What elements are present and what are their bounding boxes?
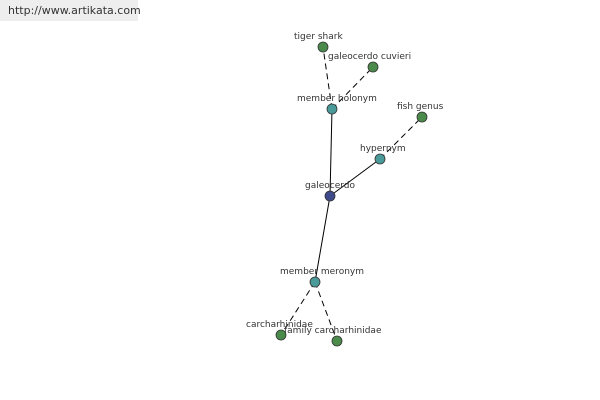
leaf-node-family-carcharhinidae[interactable] bbox=[331, 335, 343, 347]
leaf-label-family-carcharhinidae: family carcharhinidae bbox=[284, 326, 382, 336]
leaf-node-tiger-shark[interactable] bbox=[317, 41, 329, 53]
leaf-node-carcharhinidae[interactable] bbox=[275, 329, 287, 341]
leaf-label-tiger-shark: tiger shark bbox=[294, 32, 343, 42]
edge-member-meronym-carcharhinidae bbox=[280, 281, 316, 336]
relation-node-member-meronym[interactable] bbox=[309, 276, 321, 288]
center-node[interactable] bbox=[324, 190, 336, 202]
leaf-node-galeocerdo-cuvieri[interactable] bbox=[367, 61, 379, 73]
relation-label-member-meronym: member meronym bbox=[280, 267, 364, 277]
edge-member-meronym-family-carcharhinidae bbox=[314, 281, 338, 342]
center-node-label: galeocerdo bbox=[305, 181, 356, 191]
relation-node-member-holonym[interactable] bbox=[326, 103, 338, 115]
edge-center-member-meronym bbox=[314, 195, 331, 283]
edge-member-holonym-tiger-shark bbox=[322, 46, 333, 110]
edge-center-member-holonym bbox=[329, 108, 333, 197]
relation-label-hypernym: hypernym bbox=[360, 144, 406, 154]
watermark-url[interactable]: http://www.artikata.com bbox=[0, 0, 141, 21]
leaf-label-fish-genus: fish genus bbox=[397, 102, 444, 112]
edge-center-hypernym bbox=[329, 158, 381, 197]
relation-label-member-holonym: member holonym bbox=[297, 94, 377, 104]
relation-node-hypernym[interactable] bbox=[374, 153, 386, 165]
leaf-label-carcharhinidae: carcharhinidae bbox=[246, 320, 313, 330]
leaf-label-galeocerdo-cuvieri: galeocerdo cuvieri bbox=[328, 52, 411, 62]
leaf-node-fish-genus[interactable] bbox=[416, 111, 428, 123]
